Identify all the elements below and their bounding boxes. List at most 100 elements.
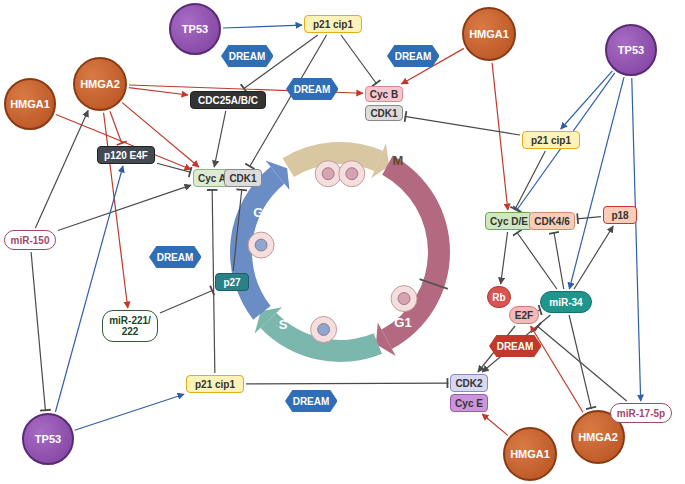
- regulation-connector: [574, 226, 613, 289]
- protein-box: p21 cip1: [186, 375, 244, 393]
- protein-box: miR-34: [540, 291, 592, 313]
- node-text: TP53: [182, 23, 208, 35]
- protein-box: p120 E4F: [97, 146, 155, 164]
- protein-box: Cyc E: [450, 394, 488, 412]
- node-text: CDK1: [229, 173, 256, 184]
- node-text: HMGA2: [80, 78, 120, 90]
- node-text: HMGA1: [10, 98, 50, 110]
- node-text: HMGA2: [578, 431, 618, 443]
- complex-hexagon: DREAM: [149, 246, 202, 268]
- phase-arc: [230, 167, 284, 320]
- regulation-connector: [214, 111, 225, 167]
- gene-circle: TP53: [169, 3, 221, 55]
- protein-box: miR-150: [4, 230, 56, 250]
- gene-circle: TP53: [22, 413, 74, 465]
- gene-circle: HMGA1: [462, 7, 516, 61]
- gene-circle: HMGA1: [503, 427, 557, 481]
- node-text: DREAM: [497, 341, 534, 352]
- node-text: TP53: [618, 44, 644, 56]
- complex-hexagon: DREAM: [286, 78, 339, 100]
- node-text: Cyc A: [198, 173, 226, 184]
- complex-hexagon: DREAM: [285, 390, 338, 412]
- regulation-connector: [577, 217, 601, 219]
- regulation-connector: [55, 166, 123, 412]
- node-text: p21 cip1: [195, 379, 235, 390]
- protein-box: p21 cip1: [522, 131, 580, 149]
- regulation-connector: [223, 25, 302, 28]
- gene-circle: HMGA1: [4, 78, 56, 130]
- complex-hexagon: DREAM: [387, 45, 440, 67]
- node-text: p18: [611, 210, 628, 221]
- node-text: TP53: [35, 433, 61, 445]
- node-text: Cyc B: [370, 89, 398, 100]
- protein-box: E2F: [509, 306, 539, 324]
- protein-box: CDK4/6: [529, 212, 575, 230]
- regulation-connector: [58, 185, 191, 230]
- cell-picture: [311, 316, 337, 342]
- regulation-connector: [246, 382, 448, 384]
- node-text: Rb: [492, 292, 505, 303]
- node-text: DREAM: [294, 84, 331, 95]
- node-text: HMGA1: [510, 448, 550, 460]
- regulation-connector: [554, 232, 564, 289]
- node-text: DREAM: [157, 252, 194, 263]
- node-text: CDK4/6: [534, 216, 570, 227]
- protein-box: CDC25A/B/C: [190, 91, 266, 109]
- protein-box: p27: [215, 273, 249, 291]
- phase-label: G2: [253, 205, 270, 220]
- complex-hexagon: DREAM: [221, 45, 274, 67]
- node-text: p21 cip1: [313, 19, 353, 30]
- protein-box: Cyc D/E: [485, 212, 533, 230]
- node-text: CDK1: [370, 108, 397, 119]
- regulation-connector: [233, 189, 242, 271]
- node-text: DREAM: [293, 396, 330, 407]
- phase-arc: [382, 155, 450, 349]
- regulation-connector: [517, 73, 615, 210]
- regulation-connector: [56, 115, 191, 170]
- regulation-connector: [569, 77, 624, 289]
- node-text: CDK2: [455, 378, 482, 389]
- node-text: Cyc E: [455, 398, 483, 409]
- checkpoint-bar: [419, 279, 447, 289]
- complex-hexagon: DREAM: [489, 335, 542, 357]
- phase-arc: [260, 313, 382, 362]
- regulation-connector: [501, 232, 508, 284]
- phase-label: M: [393, 153, 404, 168]
- node-text: miR-17-5p: [617, 408, 665, 419]
- protein-box: miR-17-5p: [610, 403, 672, 423]
- regulation-connector: [515, 151, 546, 210]
- cell-picture: [391, 286, 417, 312]
- regulation-connector: [160, 290, 213, 313]
- regulation-connector: [531, 326, 583, 412]
- regulation-connector: [35, 110, 88, 228]
- cell-picture: [315, 161, 341, 187]
- regulation-connector: [517, 232, 557, 289]
- phase-label: S: [279, 317, 288, 332]
- node-text: p21 cip1: [531, 135, 571, 146]
- node-text: DREAM: [229, 51, 266, 62]
- regulation-connector: [31, 252, 45, 411]
- phase-arrowhead: [266, 160, 290, 189]
- regulation-connector: [405, 116, 520, 135]
- protein-box: miR-221/ 222: [102, 310, 158, 342]
- protein-box: CDK1: [224, 169, 261, 187]
- regulation-connector: [561, 71, 613, 129]
- gene-circle: TP53: [605, 24, 657, 76]
- node-text: p27: [223, 277, 240, 288]
- protein-box: Cyc B: [365, 86, 403, 102]
- protein-box: CDK2: [450, 374, 487, 392]
- node-text: miR-221/ 222: [103, 315, 157, 337]
- node-text: miR-150: [11, 235, 50, 246]
- regulation-connector: [75, 394, 184, 430]
- cell-picture: [339, 161, 365, 187]
- protein-box: CDK1: [365, 105, 402, 121]
- protein-box: Rb: [487, 286, 510, 308]
- node-text: CDC25A/B/C: [198, 95, 258, 106]
- phase-label: G1: [394, 315, 411, 330]
- protein-box: p18: [603, 206, 637, 224]
- regulation-connector: [341, 35, 377, 84]
- regulation-connector: [537, 326, 627, 401]
- node-text: p120 E4F: [104, 150, 148, 161]
- protein-box: p21 cip1: [304, 15, 362, 33]
